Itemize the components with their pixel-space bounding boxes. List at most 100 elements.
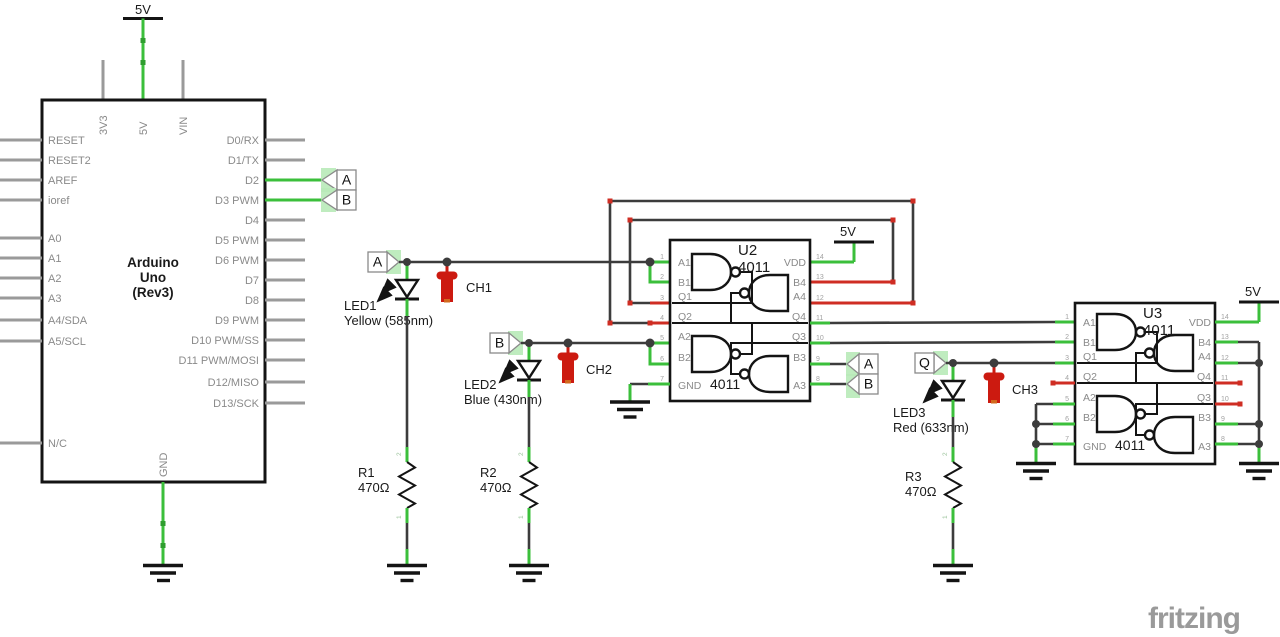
ic-pin-num: 2 xyxy=(1065,334,1069,341)
power-5v-u2[interactable]: 5V xyxy=(810,224,874,264)
wire-q3-to-b1[interactable] xyxy=(829,340,1056,345)
pin-label-d9: D9 PWM xyxy=(215,315,259,327)
u3-left-gnd-net[interactable] xyxy=(1016,402,1075,481)
pin-label-d4: D4 xyxy=(245,215,259,227)
wire-bend xyxy=(160,543,166,548)
resistor-pin2-num: 2 xyxy=(518,452,525,456)
junction-dot xyxy=(949,359,957,367)
ground-symbol-arduino[interactable] xyxy=(143,563,183,583)
gate-connector xyxy=(730,342,808,375)
pin-label-d1: D1/TX xyxy=(228,155,260,167)
ic-pin-num: 8 xyxy=(816,376,820,383)
junction-dot xyxy=(1255,420,1263,428)
power-5v-arduino[interactable]: 5V xyxy=(123,2,163,100)
net-label-b-u2[interactable]: B xyxy=(810,372,879,398)
ic-pin-label: A4 xyxy=(793,291,806,303)
led2[interactable]: LED2 Blue (430nm) xyxy=(464,343,543,407)
ic-pin-num: 6 xyxy=(660,356,664,363)
pin-label-gnd: GND xyxy=(158,453,170,478)
nand-bubble xyxy=(1143,347,1156,359)
nand-bubble xyxy=(738,287,751,299)
pin-label-d13: D13/SCK xyxy=(213,398,260,410)
nand-gate-mirrored xyxy=(747,354,790,394)
power-5v-u3[interactable]: 5V xyxy=(1215,284,1279,324)
net-label-q[interactable]: Q xyxy=(914,351,948,375)
led-triangle xyxy=(939,379,967,401)
wire-bend xyxy=(160,521,166,526)
resistor-r2[interactable]: 2 R2 470Ω 1 xyxy=(480,447,540,523)
u2-gnd-net[interactable] xyxy=(610,382,670,419)
net-label-b-led2[interactable]: B xyxy=(489,331,523,355)
wire-q4-to-a1[interactable] xyxy=(829,320,1056,325)
pin-label-d7: D7 xyxy=(245,275,259,287)
pin-label-reset2: RESET2 xyxy=(48,155,91,167)
net-label-text: B xyxy=(864,376,873,392)
ic-pin-label: VDD xyxy=(1189,317,1212,329)
led3[interactable]: LED3 Red (633nm) xyxy=(893,363,969,435)
u3-right-gnd-net[interactable] xyxy=(1215,340,1279,481)
ic-pin-label: A2 xyxy=(678,331,691,343)
pin-label-d8: D8 xyxy=(245,295,259,307)
net-label-text: A xyxy=(373,254,383,270)
ic-pin-label: B1 xyxy=(1083,337,1096,349)
u2-latch-wires[interactable] xyxy=(607,198,916,326)
ic-pin-num: 10 xyxy=(816,335,824,342)
u2-u3-wires[interactable] xyxy=(810,320,1075,345)
resistor-ref: R1 xyxy=(358,465,375,480)
ic-pin-label: A3 xyxy=(793,380,806,392)
pin-label-a0: A0 xyxy=(48,233,61,245)
probe-ch2[interactable]: CH2 xyxy=(557,345,613,384)
probe-tip xyxy=(991,400,997,404)
resistor-r1[interactable]: 2 R1 470Ω 1 xyxy=(358,447,418,523)
ic-pin-label: GND xyxy=(678,380,702,392)
ground-symbol-r1[interactable] xyxy=(387,563,427,583)
ic-pin-label: A3 xyxy=(1198,441,1211,453)
arduino-title-line3: (Rev3) xyxy=(132,285,173,300)
resistor-ref: R2 xyxy=(480,465,497,480)
ic-ref: U2 xyxy=(738,242,757,259)
ic-u2[interactable]: U2 4011 4011 A1 B1 Q1 Q2 A2 B2 GND VDD B… xyxy=(660,238,824,403)
ic-pin-label: GND xyxy=(1083,441,1107,453)
probe-ch1[interactable]: CH1 xyxy=(436,264,493,303)
power-5v-label: 5V xyxy=(840,224,856,239)
arduino-uno[interactable]: 3V3 5V VIN RESET RESET2 AREF ioref A0 A1… xyxy=(0,60,322,583)
nand-bubble xyxy=(729,348,742,360)
probe-ch3[interactable]: CH3 xyxy=(983,365,1039,404)
wire-bend-red xyxy=(607,198,613,204)
net-label-a-u2[interactable]: A xyxy=(810,352,879,376)
net-label-a-led1[interactable]: A xyxy=(367,250,401,274)
ic-pin-num: 13 xyxy=(816,274,824,281)
wire-u2-pin6-tie[interactable] xyxy=(648,343,670,366)
probe-label: CH2 xyxy=(586,362,612,377)
net-label-b-arduino[interactable]: B xyxy=(320,188,357,212)
ic-u3[interactable]: U3 4011 4011 A1 B1 Q1 Q2 A2 B2 GND VDD B… xyxy=(1065,301,1229,466)
ic-pin-num: 3 xyxy=(1065,355,1069,362)
junction-dot xyxy=(645,338,655,348)
ic-part: 4011 xyxy=(1143,322,1175,339)
net-label-a-arduino[interactable]: A xyxy=(320,168,357,192)
ground-symbol-r2[interactable] xyxy=(509,563,549,583)
junction-dot xyxy=(442,257,452,267)
net-label-text: Q xyxy=(919,355,930,371)
ic-pin-label: A2 xyxy=(1083,392,1096,404)
ground-symbol-r3[interactable] xyxy=(933,563,973,583)
nand-bubble xyxy=(1143,429,1156,441)
net-label-box xyxy=(914,352,935,374)
ic-pin-num: 14 xyxy=(1221,314,1229,321)
pin-label-d11: D11 PWM/MOSI xyxy=(179,355,259,367)
ic-bottom-label: 4011 xyxy=(1115,437,1145,453)
arduino-body[interactable] xyxy=(40,98,267,484)
led1[interactable]: LED1 Yellow (585nm) xyxy=(344,262,433,328)
wire-u2-pin2-tie[interactable] xyxy=(648,262,670,284)
wire-end-red xyxy=(1050,380,1056,386)
ic-pin-num: 2 xyxy=(660,274,664,281)
resistor-value: 470Ω xyxy=(905,484,937,499)
junction-dot xyxy=(1255,440,1263,448)
junction-dot xyxy=(1255,359,1263,367)
ic-pin-label: A1 xyxy=(678,257,691,269)
junction-dot xyxy=(1032,440,1040,448)
ic-pin-label: B4 xyxy=(1198,337,1211,349)
net-label-text: B xyxy=(495,335,504,351)
resistor-r3[interactable]: 2 R3 470Ω 1 xyxy=(905,447,964,523)
ic-bottom-label: 4011 xyxy=(710,376,740,392)
